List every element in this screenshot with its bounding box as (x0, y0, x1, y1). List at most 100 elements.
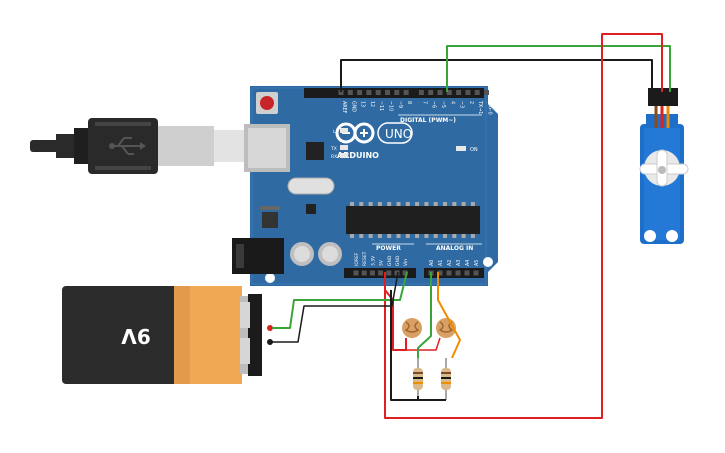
led-label-l: L (333, 129, 336, 135)
mounting-hole (483, 257, 493, 267)
top-pin-label: 8 (406, 101, 412, 104)
power-pin-label: Vin (403, 259, 409, 266)
analog-pin[interactable] (446, 270, 452, 276)
status-leds: L TX RX ON (330, 128, 478, 160)
chip-pin (461, 234, 466, 238)
top-pin-label: RX←0 (487, 101, 493, 115)
analog-header (424, 268, 484, 278)
power-pin[interactable] (378, 270, 384, 276)
power-pin-label: RESET (362, 251, 368, 266)
chip-pin (443, 234, 447, 238)
header-pin[interactable] (385, 90, 390, 95)
chip-pin (377, 234, 382, 238)
wire-battery-gnd (272, 271, 399, 343)
chip-pin (470, 202, 475, 206)
power-pin-label: GND (387, 255, 393, 266)
top-pin-label: GND (350, 101, 356, 112)
analog-pin[interactable] (473, 270, 479, 276)
analog-pin[interactable] (464, 270, 470, 276)
chip-pin (368, 234, 373, 238)
analog-pin[interactable] (437, 270, 443, 276)
chip-pin (424, 202, 429, 206)
header-pin[interactable] (446, 90, 452, 95)
top-pin-label: ~6 (431, 101, 437, 108)
header-pin[interactable] (484, 90, 489, 95)
power-pin[interactable] (386, 270, 392, 276)
chip-pin (350, 202, 354, 206)
capacitor (290, 242, 314, 266)
header-pin[interactable] (418, 90, 424, 95)
wire-signal-servo (446, 45, 671, 92)
chip-pin (433, 234, 438, 238)
battery-negative-terminal (267, 339, 273, 345)
battery-9v: 9V (62, 286, 273, 384)
chip-pin (470, 234, 475, 238)
header-pin[interactable] (465, 90, 471, 95)
power-pin[interactable] (369, 270, 375, 276)
power-pin-label: GND (395, 255, 401, 266)
digital-header (304, 88, 484, 98)
chip-pin (387, 202, 392, 206)
header-pin[interactable] (357, 90, 363, 95)
top-pin-label: ~11 (378, 101, 384, 111)
servo-connector (648, 88, 678, 106)
chip-pin (452, 202, 457, 206)
photoresistor (402, 318, 422, 338)
top-pin-label: 13 (360, 101, 366, 107)
digital-header-label: DIGITAL (PWM~) (400, 117, 456, 124)
header-pin[interactable] (338, 90, 344, 95)
analog-pin-label: A1 (438, 260, 444, 266)
voltage-regulator (262, 212, 278, 228)
chip-pin (443, 202, 447, 206)
power-pin[interactable] (394, 270, 400, 276)
chip-pin (396, 234, 401, 238)
chip-pin (368, 202, 373, 206)
chip-pin (433, 202, 438, 206)
chip-pin (424, 234, 429, 238)
power-pin-label: 5V (379, 259, 385, 266)
analog-pin-label: A4 (465, 260, 471, 266)
chip-pin (405, 234, 410, 238)
header-pin[interactable] (347, 90, 353, 95)
power-pin-label: IOREF (354, 252, 360, 266)
wire-resistor-gnd (390, 290, 446, 401)
top-pin-label: ~10 (388, 101, 394, 111)
resistor (441, 358, 451, 400)
top-pin-label: ~5 (440, 101, 446, 108)
header-pin[interactable] (437, 90, 443, 95)
chip-pin (359, 202, 364, 206)
header-pin[interactable] (394, 90, 400, 95)
header-pin[interactable] (403, 90, 409, 95)
top-pin-label: 4 (449, 101, 455, 104)
wire-gnd-servo (340, 59, 653, 92)
wire-battery-vin (272, 271, 408, 329)
chip-pin (452, 234, 457, 238)
chip-pin (415, 234, 420, 238)
analog-pin-label: A2 (447, 260, 453, 266)
power-pin[interactable] (353, 270, 359, 276)
power-pin[interactable] (361, 270, 367, 276)
usb-cable (30, 118, 254, 174)
brand-label: ARDUINO (337, 151, 379, 160)
top-pin-label: 7 (421, 101, 427, 104)
header-pin[interactable] (474, 90, 480, 95)
analog-pin-label: A5 (474, 260, 480, 266)
arduino-logo: ARDUINO UNO (335, 122, 413, 160)
servo-motor (639, 88, 689, 244)
header-pin[interactable] (456, 90, 462, 95)
chip-pin (461, 202, 466, 206)
battery-label: 9V (121, 324, 151, 348)
wire-5v-ldr2 (406, 337, 441, 351)
resistor (413, 358, 423, 400)
analog-pin[interactable] (455, 270, 461, 276)
analog-pin-label: A3 (456, 260, 462, 266)
power-pin[interactable] (402, 270, 408, 276)
top-pin-label: TX→1 (477, 100, 483, 114)
mounting-hole (265, 273, 275, 283)
atmega-chip (346, 202, 480, 238)
battery-positive-terminal (267, 325, 273, 331)
header-pin[interactable] (375, 90, 381, 95)
reset-button[interactable] (256, 92, 278, 114)
header-pin[interactable] (428, 90, 434, 95)
header-pin[interactable] (366, 90, 372, 95)
